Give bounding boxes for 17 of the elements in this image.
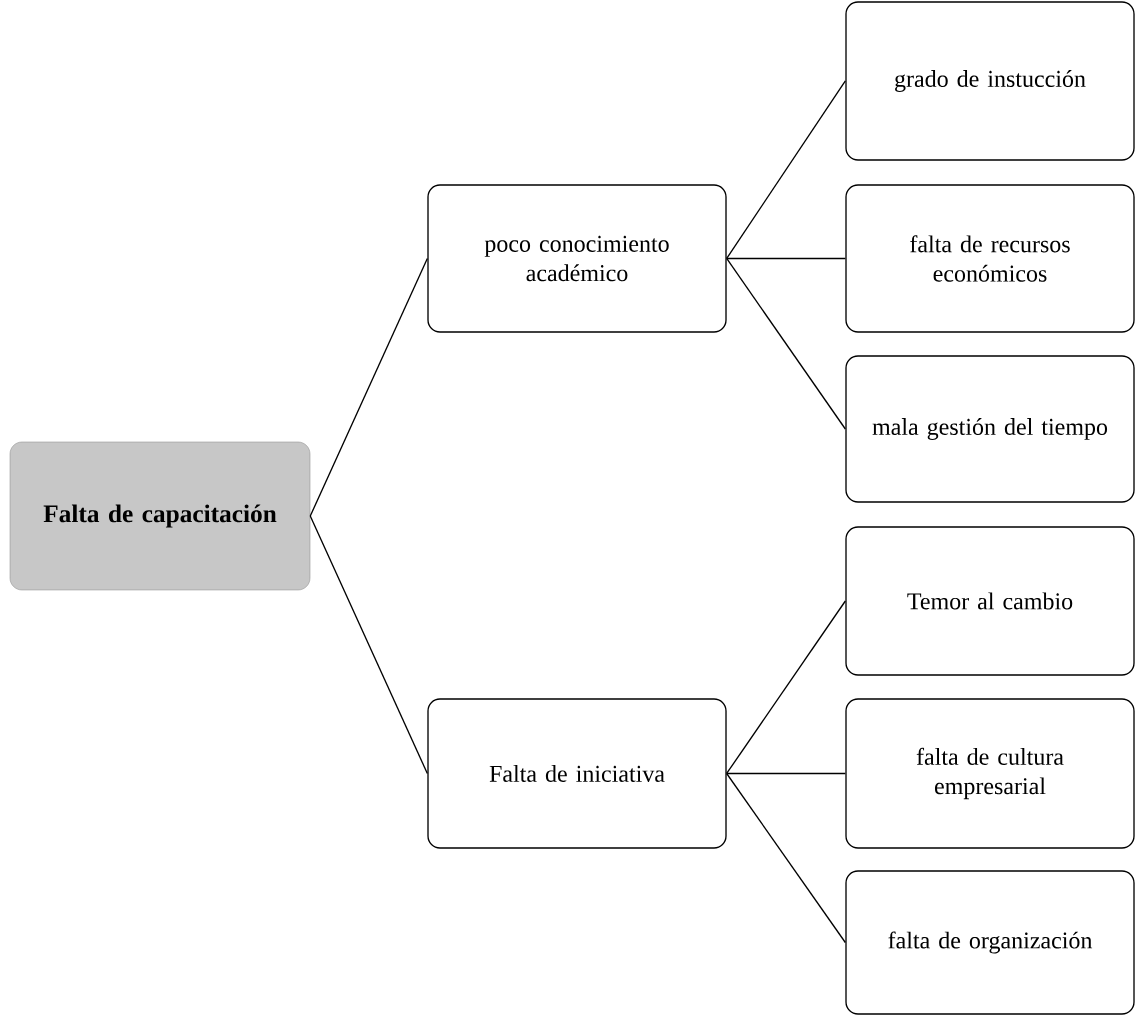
connector-line <box>309 257 428 517</box>
connector-line <box>726 772 846 944</box>
cause-box: falta de organización <box>845 870 1135 1015</box>
connector-line <box>726 257 846 430</box>
cause-box: mala gestión del tiempo <box>845 355 1135 503</box>
connector-line <box>726 772 846 775</box>
connector-line <box>726 257 846 260</box>
cause-box: falta de cultura empresarial <box>845 698 1135 849</box>
cause-box: Falta de iniciativa <box>427 698 727 849</box>
cause-box: poco conocimiento académico <box>427 184 727 333</box>
cause-box: grado de instucción <box>845 1 1135 161</box>
cause-box: Temor al cambio <box>845 526 1135 676</box>
cause-box: falta de recursos económicos <box>845 184 1135 333</box>
connector-line <box>726 80 846 260</box>
root-box: Falta de capacitación <box>9 441 311 591</box>
connector-line <box>309 515 428 775</box>
connector-line <box>726 600 846 775</box>
